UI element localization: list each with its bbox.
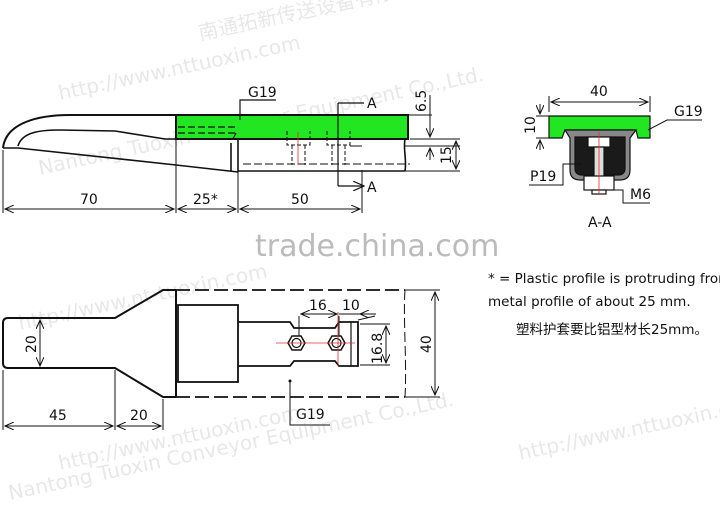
note-line-2: metal profile of about 25 mm.	[488, 294, 691, 310]
dim-edge: 10	[342, 298, 360, 314]
svg-text:南通拓新传送设备有限公司: 南通拓新传送设备有限公司	[196, 0, 436, 45]
top-view	[2, 289, 440, 430]
section-dim-height: 10	[523, 116, 539, 134]
dim-hole-pitch: 16	[309, 298, 327, 314]
section-g19-label: G19	[674, 104, 703, 120]
section-dim-width: 40	[590, 84, 608, 100]
note-line-1: * = Plastic profile is protruding from	[488, 271, 720, 287]
blade-inner-curve	[17, 129, 176, 147]
dim-tip-length: 45	[49, 408, 67, 424]
side-view	[2, 95, 460, 213]
section-mark-bottom: A	[367, 180, 377, 196]
svg-text:http://www.nt-tuoxin.com: http://www.nt-tuoxin.com	[16, 259, 269, 335]
note-line-3: 塑料护套要比铝型材长25mm。	[516, 322, 708, 338]
dim-height-body: 15	[439, 146, 455, 164]
dim-tip-width: 20	[24, 335, 40, 353]
svg-text:http://www.nttuoxin.com: http://www.nttuoxin.com	[516, 390, 720, 465]
blade-outer-curve	[2, 114, 176, 149]
section-title: A-A	[588, 215, 612, 231]
section-view	[529, 96, 702, 204]
section-mark-top: A	[367, 96, 377, 112]
section-m6-label: M6	[630, 187, 651, 203]
dim-taper-length: 20	[130, 408, 148, 424]
dim-overhang: 25*	[193, 192, 218, 208]
svg-text:Nantong Tuoxin Conveyor Equipm: Nantong Tuoxin Conveyor Equipment Co.,Lt…	[6, 387, 456, 505]
top-g19-label: G19	[296, 407, 325, 423]
dim-slot-width: 16.8	[370, 333, 386, 364]
metal-body	[238, 138, 407, 172]
blade-bottom	[3, 147, 239, 173]
watermarks: 南通拓新传送设备有限公司 http://www.nttuoxin.com Nan…	[6, 0, 720, 505]
dim-height-top: 6.5	[414, 90, 430, 112]
dim-tip: 70	[80, 192, 98, 208]
section-p19-label: P19	[530, 169, 556, 185]
dim-body: 50	[291, 192, 309, 208]
dim-overall-width: 40	[419, 335, 435, 353]
site-watermark: trade.china.com	[255, 229, 499, 264]
side-g19-label: G19	[248, 85, 277, 101]
